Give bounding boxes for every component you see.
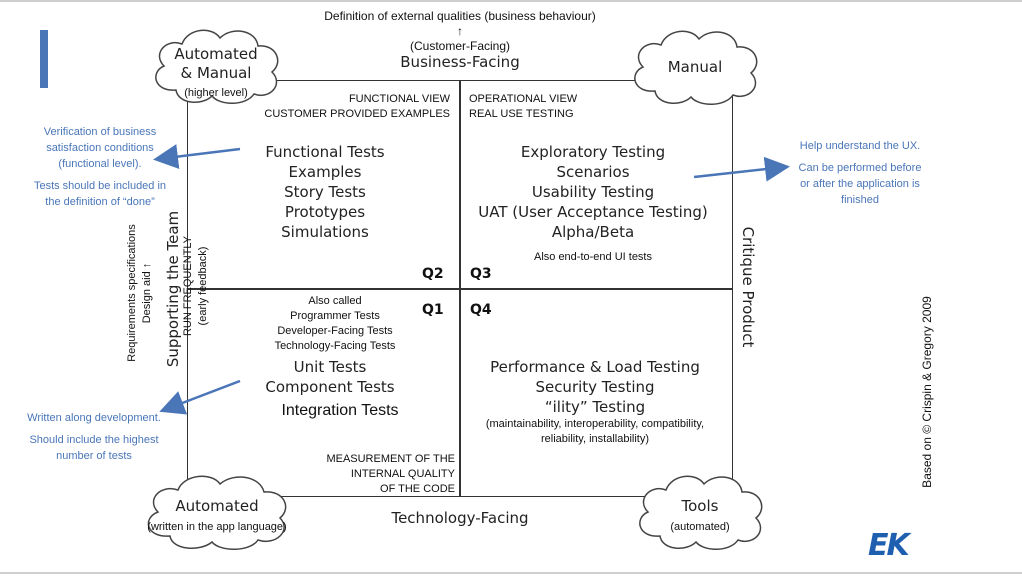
q2-items: Functional Tests Examples Story Tests Pr… xyxy=(230,142,420,242)
q3-label: Q3 xyxy=(470,266,492,282)
cloud-bottom-left-sub: (written in the app language) xyxy=(147,521,287,533)
q3-view: OPERATIONAL VIEW REAL USE TESTING xyxy=(469,92,669,122)
cloud-top-left-line1: Automated xyxy=(174,45,258,63)
note-line: Verification of business xyxy=(43,126,157,138)
cloud-top-right xyxy=(634,30,758,105)
cloud-bottom-left xyxy=(147,475,287,550)
cloud-bottom-right-title: Tools xyxy=(681,497,719,515)
q4-item: “ility” Testing xyxy=(544,398,646,416)
note-line: the definition of “done” xyxy=(45,196,155,208)
q3-item: Exploratory Testing xyxy=(520,143,666,161)
cloud-top-left-sub: (higher level) xyxy=(184,87,248,99)
q4-details: (maintainability, interoperability, comp… xyxy=(470,417,720,447)
note-line: Should include the highest xyxy=(29,434,159,446)
note-line: or after the application is xyxy=(800,178,920,190)
q1-measurement-line: OF THE CODE xyxy=(380,483,455,495)
q3-item: UAT (User Acceptance Testing) xyxy=(478,203,708,221)
cloud-top-left-title: Automated & Manual xyxy=(166,45,266,83)
q3-item: Usability Testing xyxy=(531,183,655,201)
q1-also-line: Programmer Tests xyxy=(290,310,380,322)
q1-also-called: Also called Programmer Tests Developer-F… xyxy=(260,294,410,354)
q1-measurement: MEASUREMENT OF THE INTERNAL QUALITY OF T… xyxy=(290,452,455,497)
q3-view-line1: OPERATIONAL VIEW xyxy=(469,93,578,105)
note-line: Can be performed before xyxy=(798,162,922,174)
arrow-left-top xyxy=(153,144,241,169)
q1-also-line: Developer-Facing Tests xyxy=(277,325,393,337)
arrow-right xyxy=(693,156,790,182)
business-facing-label: Business-Facing xyxy=(400,53,520,71)
q1-measurement-line: MEASUREMENT OF THE xyxy=(326,453,455,465)
cloud-bottom-right xyxy=(639,475,763,550)
q2-view-line1: FUNCTIONAL VIEW xyxy=(348,93,450,105)
q3-item: Scenarios xyxy=(556,163,630,181)
q4-details-line: reliability, installability) xyxy=(541,433,649,445)
note-line: satisfaction conditions xyxy=(46,142,154,154)
definition-text: Definition of external qualities (busine… xyxy=(324,9,596,23)
q2-label: Q2 xyxy=(422,266,444,282)
q1-integration: Integration Tests xyxy=(281,402,399,419)
cloud-bottom-right-sub: (automated) xyxy=(670,521,730,533)
q2-item: Functional Tests xyxy=(265,143,385,161)
q2-item: Prototypes xyxy=(284,203,366,221)
q2-view: FUNCTIONAL VIEW CUSTOMER PROVIDED EXAMPL… xyxy=(250,92,450,122)
q1-label: Q1 xyxy=(422,302,444,318)
q1-also-line: Technology-Facing Tests xyxy=(274,340,396,352)
note-line: Written along development. xyxy=(27,412,161,424)
accent-bar xyxy=(40,30,48,88)
note-right: Help understand the UX. Can be performed… xyxy=(780,138,940,208)
note-line: number of tests xyxy=(56,450,132,462)
cloud-top-left-line2: & Manual xyxy=(180,64,252,82)
customer-facing-text: (Customer-Facing) xyxy=(409,39,511,53)
cloud-top-right-title: Manual xyxy=(667,58,723,76)
q1-item: Unit Tests xyxy=(293,358,367,376)
q4-label: Q4 xyxy=(470,302,492,318)
note-line: finished xyxy=(841,194,879,206)
note-left-top: Verification of business satisfaction co… xyxy=(20,124,180,210)
q4-item: Security Testing xyxy=(535,378,655,396)
q2-item: Story Tests xyxy=(284,183,366,201)
note-left-bottom: Written along development. Should includ… xyxy=(14,410,174,464)
note-line: (functional level). xyxy=(58,158,142,170)
q4-item: Performance & Load Testing xyxy=(490,358,700,376)
q3-items: Exploratory Testing Scenarios Usability … xyxy=(463,142,723,242)
q3-note: Also end-to-end UI tests xyxy=(533,251,652,263)
cloud-bottom-left-title: Automated xyxy=(175,497,259,515)
horizontal-axis-line xyxy=(187,288,733,290)
q2-item: Simulations xyxy=(281,223,369,241)
technology-facing-label: Technology-Facing xyxy=(391,509,529,527)
q4-items: Performance & Load Testing Security Test… xyxy=(470,357,720,417)
ek-logo: EK xyxy=(868,528,910,563)
q3-item: Alpha/Beta xyxy=(551,223,635,241)
q1-also-line: Also called xyxy=(308,295,362,307)
q2-item: Examples xyxy=(288,163,362,181)
q3-view-line2: REAL USE TESTING xyxy=(469,108,574,120)
bottom-divider xyxy=(0,572,1022,574)
q1-item: Component Tests xyxy=(265,378,395,396)
cloud-top-left xyxy=(155,29,279,104)
top-divider xyxy=(0,0,1022,2)
arrow-left-bottom xyxy=(159,379,241,415)
q4-details-line: (maintainability, interoperability, comp… xyxy=(485,418,705,430)
note-line: Tests should be included in xyxy=(33,180,167,192)
q2-view-line2: CUSTOMER PROVIDED EXAMPLES xyxy=(264,108,450,120)
q1-items: Unit Tests Component Tests xyxy=(240,357,420,397)
q1-measurement-line: INTERNAL QUALITY xyxy=(350,468,455,480)
up-arrow: ↑ xyxy=(457,24,463,38)
note-line: Help understand the UX. xyxy=(799,140,921,152)
